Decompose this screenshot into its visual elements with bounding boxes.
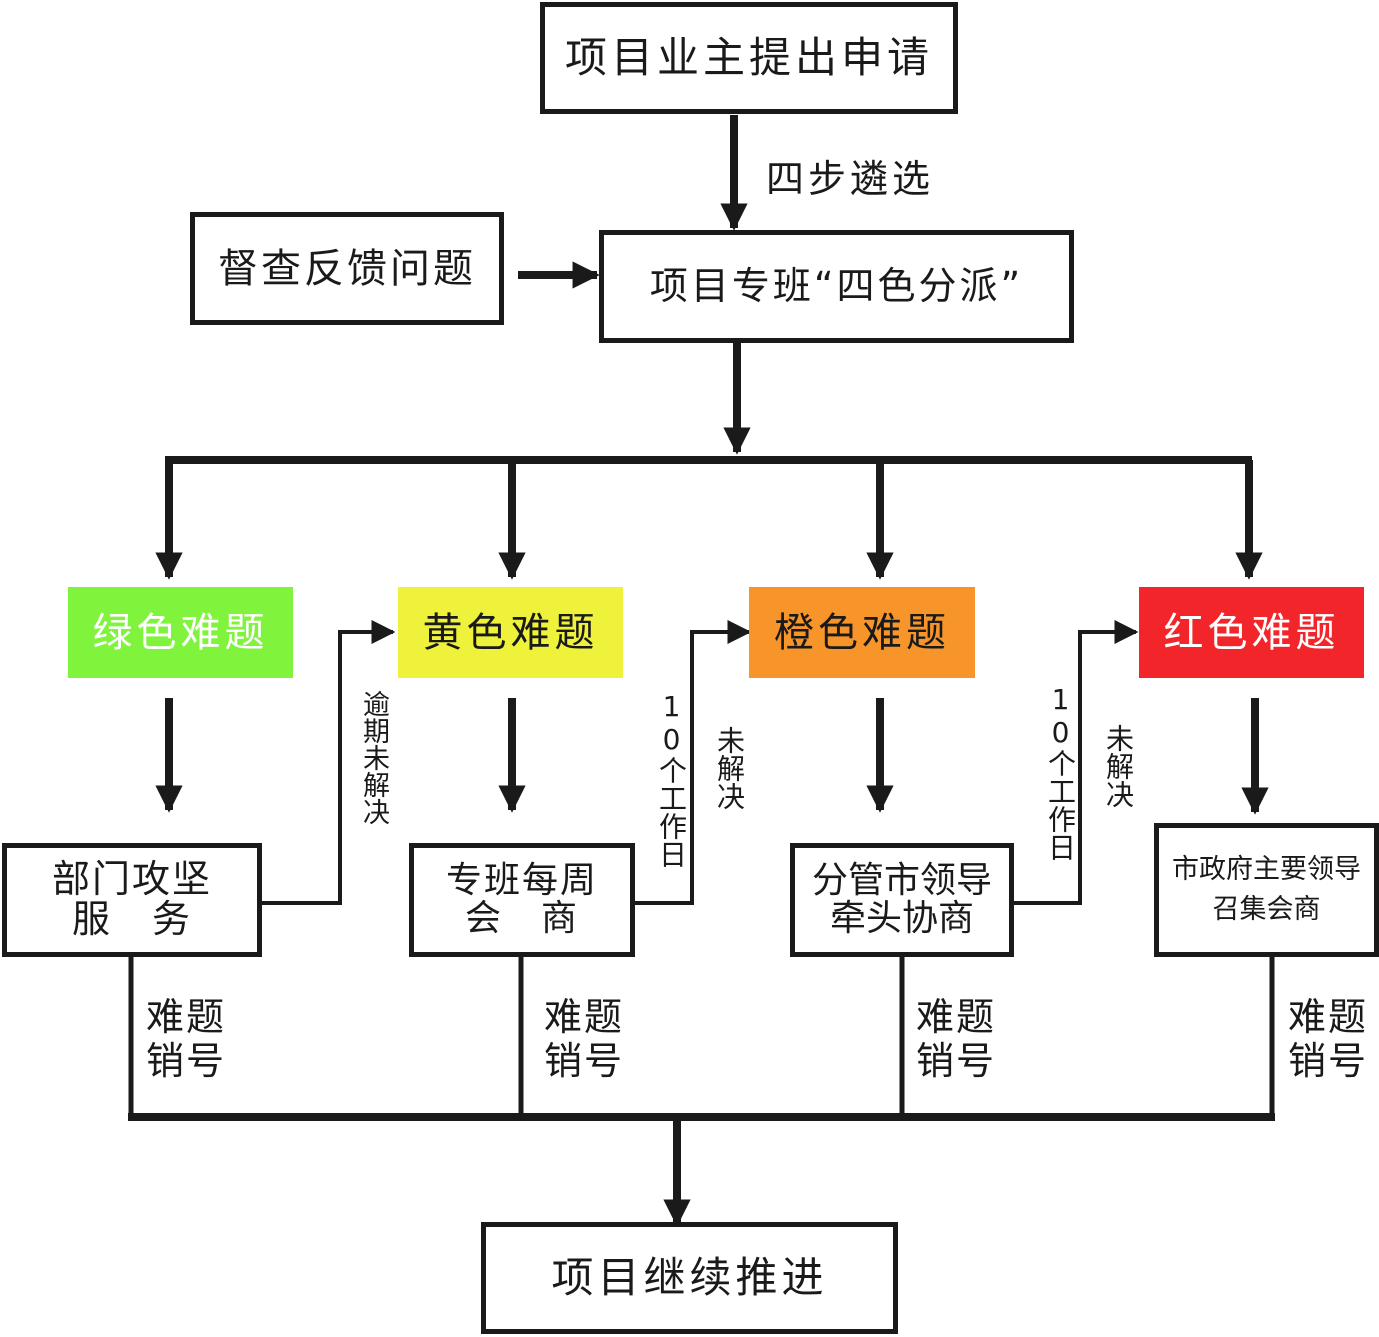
red-problem-text: 红色难题 <box>1163 609 1340 656</box>
closed-label-1: 难题 销号 <box>146 995 226 1083</box>
ten-days-label-1: 10个工作日 <box>655 690 688 868</box>
ten-days-label-2: 10个工作日 <box>1044 683 1077 861</box>
overdue-label: 逾期未解决 <box>358 690 389 825</box>
feedback-text: 督查反馈问题 <box>218 245 476 292</box>
escalate-leader-to-red <box>1014 620 1139 905</box>
closed-label-2: 难题 销号 <box>544 995 624 1083</box>
dept-service-line1: 部门攻坚 <box>51 857 212 902</box>
weekly-meeting-line2: 会 商 <box>464 898 579 939</box>
mayor-meeting-line2: 召集会商 <box>1212 894 1321 925</box>
mayor-meeting-line1: 市政府主要领导 <box>1172 853 1361 885</box>
dispatch-text: 项目专班“四色分派” <box>649 263 1024 308</box>
closed-label-3: 难题 销号 <box>916 995 996 1083</box>
four-step-label: 四步遴选 <box>766 157 935 201</box>
closed-label-4-line2: 销号 <box>1288 1039 1369 1083</box>
unsolved-label-1: 未解决 <box>713 726 746 810</box>
apply-box: 项目业主提出申请 <box>540 2 958 114</box>
yellow-problem-box: 黄色难题 <box>398 587 623 678</box>
dispatch-box: 项目专班“四色分派” <box>599 230 1074 343</box>
closed-label-4: 难题 销号 <box>1288 995 1368 1083</box>
leader-consult-line1: 分管市领导 <box>811 860 992 902</box>
closed-label-2-line1: 难题 <box>544 995 625 1039</box>
leader-consult-line2: 牵头协商 <box>829 898 974 939</box>
green-problem-box: 绿色难题 <box>68 587 293 678</box>
closed-label-1-line1: 难题 <box>146 995 227 1039</box>
unsolved-label-2: 未解决 <box>1102 724 1135 808</box>
leader-consult-box: 分管市领导 牵头协商 <box>790 843 1014 957</box>
closed-label-1-line2: 销号 <box>146 1039 227 1083</box>
red-problem-box: 红色难题 <box>1139 587 1364 678</box>
weekly-meeting-line1: 专班每周 <box>445 860 598 902</box>
orange-problem-box: 橙色难题 <box>749 587 975 678</box>
feedback-box: 督查反馈问题 <box>190 212 504 325</box>
escalate-weekly-to-orange <box>635 620 752 905</box>
mayor-meeting-box: 市政府主要领导 召集会商 <box>1154 823 1379 957</box>
continue-text: 项目继续推进 <box>551 1252 828 1302</box>
closed-label-3-line1: 难题 <box>916 995 997 1039</box>
closed-label-2-line2: 销号 <box>544 1039 625 1083</box>
weekly-meeting-box: 专班每周 会 商 <box>409 843 635 957</box>
dept-service-line2: 服 务 <box>71 897 192 941</box>
dept-service-box: 部门攻坚 服 务 <box>2 843 262 957</box>
yellow-problem-text: 黄色难题 <box>422 609 599 656</box>
closed-label-4-line1: 难题 <box>1288 995 1369 1039</box>
orange-problem-text: 橙色难题 <box>774 609 950 656</box>
closed-label-3-line2: 销号 <box>916 1039 997 1083</box>
apply-text: 项目业主提出申请 <box>564 32 933 82</box>
escalate-dept-to-yellow <box>262 620 396 905</box>
green-problem-text: 绿色难题 <box>92 609 269 656</box>
continue-box: 项目继续推进 <box>481 1222 898 1334</box>
